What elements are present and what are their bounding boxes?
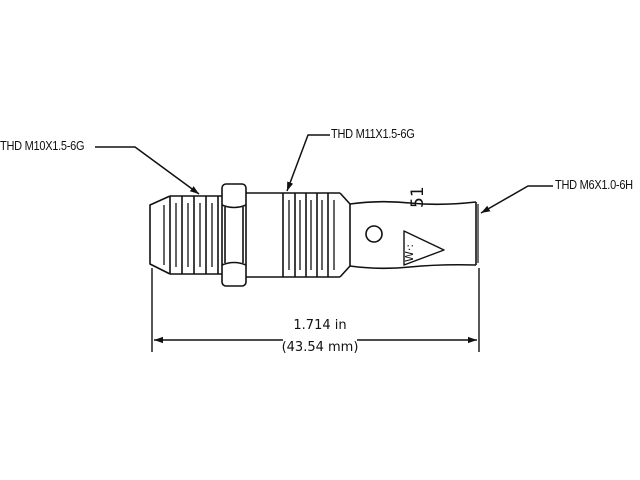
part-number-marking: 51 — [408, 186, 428, 208]
middle-thread-section — [282, 192, 351, 278]
dimension-metric: (43.54 mm) — [281, 340, 359, 355]
overall-length-dimension — [151, 268, 480, 352]
leader-lines — [95, 134, 553, 214]
left-thread-section — [149, 195, 222, 275]
cross-hole — [365, 225, 383, 243]
callout-thread-middle: THD M11X1.5-6G — [331, 127, 415, 141]
middle-shank — [246, 192, 283, 278]
callout-thread-left: THD M10X1.5-6G — [0, 139, 85, 153]
part-number-text: 51 — [408, 186, 428, 208]
triangle-marking-text: W·: — [403, 243, 416, 262]
dimension-imperial: 1.714 in — [293, 318, 347, 333]
callout-thread-right: THD M6X1.0-6H — [555, 178, 633, 192]
right-stem — [349, 200, 479, 270]
hex-nut — [221, 183, 247, 287]
marking-triangle — [403, 230, 445, 266]
